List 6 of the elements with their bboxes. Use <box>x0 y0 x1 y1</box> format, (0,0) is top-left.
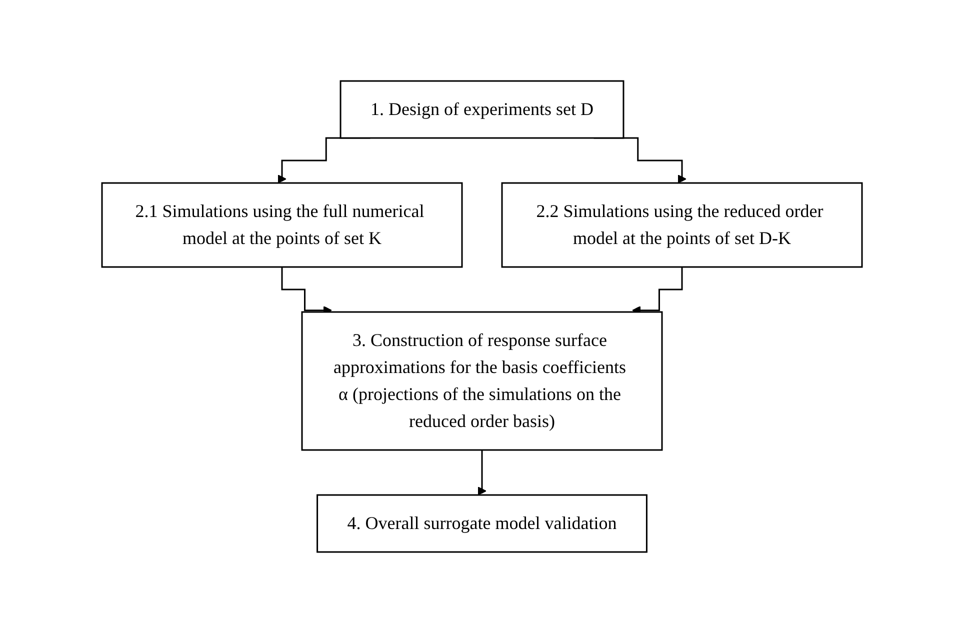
arrow <box>477 449 486 496</box>
node-box: 4. Overall surrogate model validation <box>316 494 647 553</box>
node-box: 2.1 Simulations using the full numerical model at the points of set K <box>100 182 462 268</box>
node-box: 3. Construction of response surface approximations for the basis coefficients α (projections of the simulations on the reduced order basis) <box>300 311 662 451</box>
node-box: 2.2 Simulations using the reduced order model at the points of set D-K <box>500 182 862 268</box>
node-box: 1. Design of experiments set D <box>339 80 624 139</box>
